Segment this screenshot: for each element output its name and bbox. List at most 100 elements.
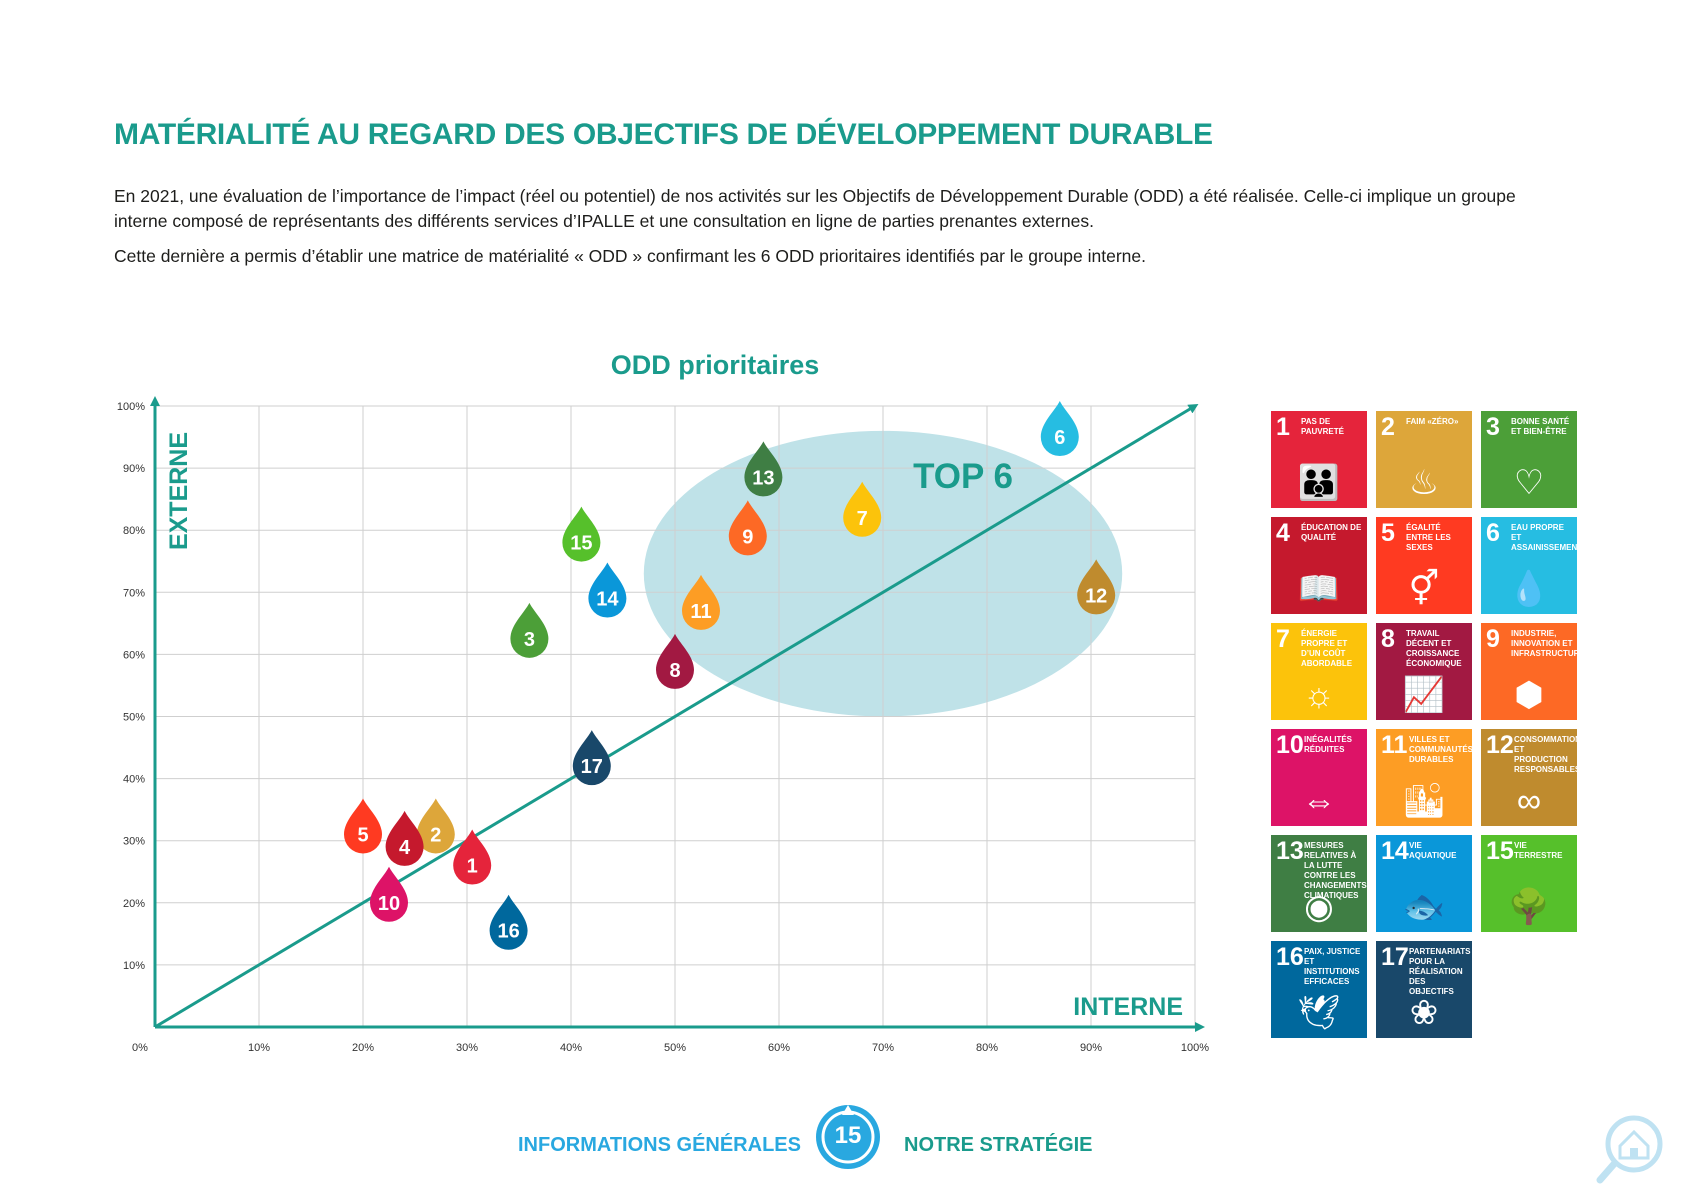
sdg-tile-number: 15 — [1486, 837, 1514, 865]
book-icon: 📖 — [1297, 570, 1341, 608]
sdg-tile-number: 17 — [1381, 943, 1409, 971]
sdg-tile-number: 2 — [1381, 413, 1395, 441]
footer-link-informations-generales[interactable]: INFORMATIONS GÉNÉRALES — [518, 1134, 801, 1156]
sdg-tile-label: TRAVAIL DÉCENT ET CROISSANCE ÉCONOMIQUE — [1406, 629, 1462, 668]
sdg-point-label: 16 — [497, 921, 519, 943]
sdg-tile-number: 12 — [1486, 731, 1514, 759]
sdg-point-5: 5 — [344, 798, 382, 854]
gender-icon: ⚥ — [1408, 570, 1440, 608]
sdg-drop-marker — [656, 633, 694, 689]
family-icon: 👪 — [1297, 464, 1341, 502]
sdg-point-13: 13 — [744, 441, 783, 497]
page-title: MATÉRIALITÉ AU REGARD DES OBJECTIFS DE D… — [114, 118, 1213, 151]
growth-chart-icon: 📈 — [1402, 676, 1446, 714]
sdg-drop-marker — [385, 810, 424, 866]
top6-annotation: TOP 6 — [913, 457, 1013, 496]
sdg-point-10: 10 — [370, 866, 408, 922]
sdg-tile-label: ÉDUCATION DE QUALITÉ — [1301, 523, 1362, 542]
sdg-tile-number: 14 — [1381, 837, 1409, 865]
x-axis-label: INTERNE — [1073, 993, 1183, 1021]
sdg-point-2: 2 — [416, 798, 455, 854]
sdg-point-16: 16 — [489, 894, 528, 950]
sdg-point-label: 13 — [752, 467, 774, 489]
sdg-point-14: 14 — [588, 562, 627, 618]
sdg-tile-label: BONNE SANTÉ ET BIEN-ÊTRE — [1511, 417, 1570, 436]
x-tick-label: 60% — [768, 1042, 790, 1054]
sdg-point-label: 11 — [690, 601, 711, 623]
page-number: 15 — [834, 1122, 862, 1149]
sdg-tile-number: 8 — [1381, 625, 1395, 653]
sdg-tile-number: 5 — [1381, 519, 1395, 547]
y-tick-label: 50% — [123, 712, 145, 724]
sdg-tile-label: FAIM «ZÉRO» — [1406, 417, 1459, 426]
sdg-drop-marker — [510, 602, 549, 658]
sdg-drop-marker — [572, 730, 611, 786]
dove-icon: 🕊 — [1297, 994, 1341, 1032]
chart-title: ODD prioritaires — [611, 350, 820, 380]
sdg-point-9: 9 — [728, 500, 767, 556]
sdg-tile-number: 11 — [1381, 731, 1408, 759]
y-tick-label: 70% — [123, 587, 145, 599]
x-axis-ticks: 0%10%20%30%40%50%60%70%80%90%100% — [132, 1042, 1209, 1054]
eye-globe-icon: ◉ — [1304, 888, 1334, 926]
sun-icon: ☼ — [1303, 676, 1335, 714]
sdg-tile-number: 1 — [1276, 413, 1290, 441]
x-tick-label: 50% — [664, 1042, 686, 1054]
infinity-icon: ∞ — [1516, 782, 1542, 820]
sdg-point-15: 15 — [562, 506, 601, 562]
sdg-tile-label: CONSOMMATION ET PRODUCTION RESPONSABLES — [1514, 735, 1577, 774]
y-tick-label: 40% — [123, 774, 145, 786]
x-tick-label: 0% — [132, 1042, 148, 1054]
intro-paragraph: En 2021, une évaluation de l’importance … — [114, 186, 1516, 231]
sdg-point-label: 2 — [430, 824, 441, 846]
sdg-tile-label: PARTENARIATS POUR LA RÉALISATION DES OBJ… — [1409, 947, 1471, 996]
sdg-point-6: 6 — [1040, 401, 1079, 457]
sdg-drop-marker — [744, 441, 783, 497]
materiality-matrix-chart: 0%10%20%30%40%50%60%70%80%90%100% 10%20%… — [117, 350, 1209, 1054]
x-tick-label: 70% — [872, 1042, 894, 1054]
sdg-tile-label: MESURES RELATIVES À LA LUTTE CONTRE LES … — [1304, 841, 1367, 900]
city-icon: 🏙 — [1402, 782, 1446, 820]
sdg-point-label: 5 — [357, 824, 368, 846]
x-tick-label: 20% — [352, 1042, 374, 1054]
sdg-tile-label: INÉGALITÉS RÉDUITES — [1304, 735, 1353, 754]
sdg-drop-marker — [1040, 401, 1079, 457]
water-glass-icon: 💧 — [1507, 570, 1551, 608]
sdg-tile-label: ÉNERGIE PROPRE ET D’UN COÛT ABORDABLE — [1301, 629, 1353, 668]
footer-link-notre-strategie[interactable]: NOTRE STRATÉGIE — [904, 1134, 1093, 1156]
sdg-point-12: 12 — [1077, 559, 1116, 615]
equality-icon: ⇔ — [1302, 782, 1336, 820]
sdg-point-label: 6 — [1054, 427, 1065, 449]
sdg-point-label: 15 — [570, 533, 592, 555]
tree-icon: 🌳 — [1507, 888, 1551, 926]
sdg-drop-marker — [416, 798, 455, 854]
sdg-tile-number: 4 — [1276, 519, 1290, 547]
sdg-drop-marker — [728, 500, 767, 556]
sdg-tile-number: 13 — [1276, 837, 1304, 865]
y-tick-label: 20% — [123, 898, 145, 910]
sdg-point-label: 14 — [596, 589, 619, 611]
y-tick-label: 100% — [117, 401, 145, 413]
sdg-point-11: 11 — [682, 574, 720, 630]
sdg-tile-number: 9 — [1486, 625, 1500, 653]
intro-paragraph-2: Cette dernière a permis d’établir une ma… — [114, 246, 1146, 266]
sdg-point-7: 7 — [843, 481, 882, 537]
sdg-tile-label: ÉGALITÉ ENTRE LES SEXES — [1406, 523, 1451, 552]
sdg-drop-marker — [370, 866, 408, 922]
fish-icon: 🐟 — [1402, 888, 1446, 926]
search-house-icon[interactable] — [1596, 1112, 1666, 1186]
sdg-point-label: 8 — [669, 660, 680, 682]
y-tick-label: 90% — [123, 463, 145, 475]
sdg-tile-number: 10 — [1276, 731, 1304, 759]
sdg-point-label: 10 — [378, 893, 400, 915]
